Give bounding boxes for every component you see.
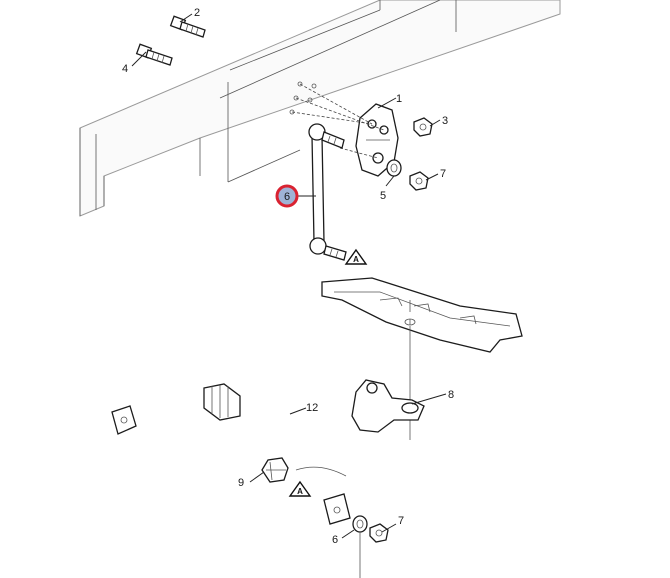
stabilizer-bar-part-12: [111, 382, 428, 525]
bracket-part-8: [351, 379, 425, 433]
callout-2: 2: [194, 7, 200, 19]
callout-7-upper: 7: [440, 168, 446, 180]
bolt-part-4: [135, 43, 173, 66]
callout-6-upper: 5: [380, 190, 386, 202]
leader-lines: [131, 13, 447, 539]
nut-part-7-upper: [409, 171, 429, 191]
nut-part-3: [413, 117, 433, 137]
frame-rail: [79, 0, 561, 217]
warning-symbol-lower-label: A: [297, 487, 303, 496]
callout-5: 6: [284, 191, 290, 203]
highlighted-callout-5[interactable]: 6: [275, 184, 299, 208]
callout-3: 3: [442, 115, 448, 127]
washer-part-6-lower: [352, 515, 368, 533]
callout-4: 4: [122, 63, 128, 75]
bushing-part-9: [261, 457, 347, 483]
bolt-part-2: [169, 15, 206, 38]
warning-symbol-upper-label: A: [353, 255, 359, 264]
bracket-part-1: [355, 103, 399, 177]
callout-8: 8: [448, 389, 454, 401]
spring-plate: [321, 277, 523, 353]
callout-1: 1: [396, 93, 402, 105]
nut-part-7-lower: [359, 523, 389, 578]
link-rod-part-5: [308, 123, 347, 261]
callout-9: 9: [238, 477, 244, 489]
callout-7-lower: 7: [398, 515, 404, 527]
assembly-lines-upper: [289, 81, 385, 159]
washer-part-6-upper: [386, 159, 402, 177]
callout-12: 12: [306, 402, 318, 414]
warning-symbol-lower: A: [288, 480, 312, 497]
callout-6-lower: 6: [332, 534, 338, 546]
warning-symbol-upper: A: [344, 248, 368, 265]
